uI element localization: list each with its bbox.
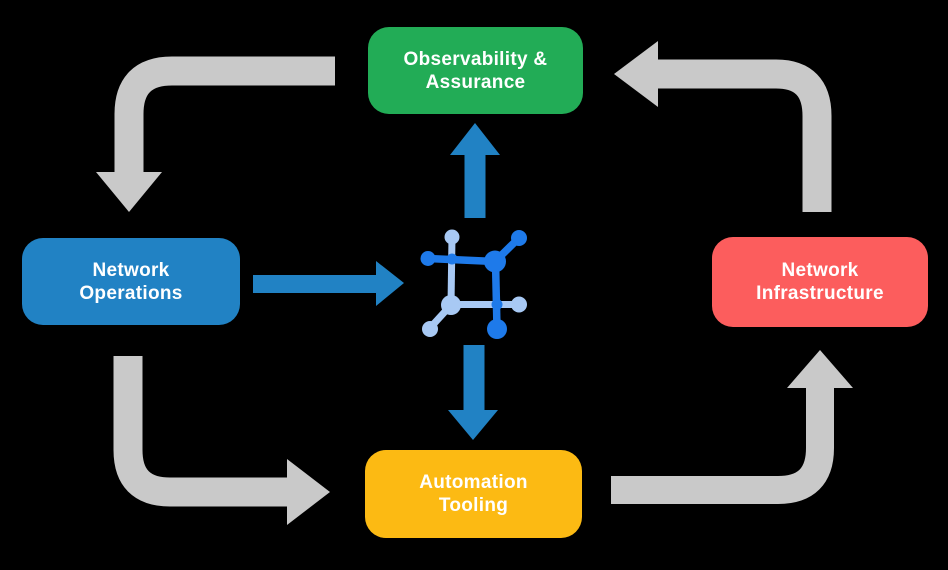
node-label-line1: Observability & xyxy=(403,48,548,70)
arrow-shaft xyxy=(113,356,289,507)
arrow-head xyxy=(96,172,162,212)
arrow-head xyxy=(287,459,330,525)
node-label-line2: Tooling xyxy=(438,495,509,516)
arrow-shaft xyxy=(611,386,834,504)
arrow-infrastructure-to-observability xyxy=(614,41,832,212)
arrow-shaft xyxy=(114,56,335,174)
node-label-line2: Operations xyxy=(79,282,183,304)
node-automation-tooling: Automation Tooling xyxy=(365,450,582,538)
node-label-line1: Automation xyxy=(419,472,528,493)
arrow-head xyxy=(450,123,500,155)
node-label-line1: Network xyxy=(781,260,859,281)
arrow-head xyxy=(614,41,658,107)
node-network-operations: Network Operations xyxy=(22,238,240,325)
node-label-line1: Network xyxy=(92,259,170,281)
node-label-line2: Assurance xyxy=(425,71,526,93)
arrow-shaft xyxy=(656,59,832,212)
network-mesh-icon-light-parts xyxy=(422,229,527,337)
arrow-head xyxy=(448,410,498,440)
arrow-observability-to-operations xyxy=(96,56,335,212)
node-observability-assurance: Observability & Assurance xyxy=(368,27,583,114)
arrow-core-to-automation xyxy=(448,345,498,440)
network-mesh-icon xyxy=(420,229,527,339)
arrow-operations-to-core xyxy=(253,261,404,306)
arrow-automation-to-infrastructure xyxy=(611,350,853,504)
arrow-head xyxy=(376,261,404,306)
network-mesh-icon-dark-parts xyxy=(420,230,527,339)
arrow-core-to-observability xyxy=(450,123,500,218)
node-network-infrastructure: Network Infrastructure xyxy=(712,237,928,327)
node-label-line2: Infrastructure xyxy=(756,283,884,304)
arrow-head xyxy=(787,350,853,388)
arrow-operations-to-automation xyxy=(113,356,330,525)
